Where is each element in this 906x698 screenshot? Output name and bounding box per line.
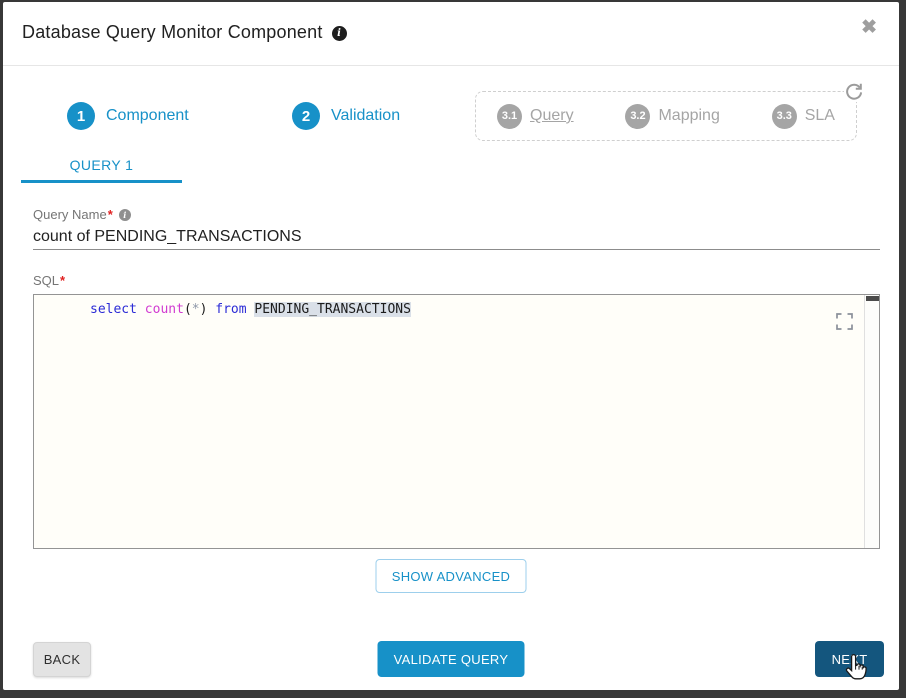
sql-label-text: SQL [33, 273, 60, 288]
query-name-label-text: Query Name [33, 207, 107, 222]
substep-sla: 3.3 SLA [771, 103, 835, 129]
sql-keyword-from: from [215, 302, 255, 317]
required-asterisk: * [107, 207, 113, 222]
sql-function-count: count [144, 302, 184, 317]
editor-scrollbar-thumb[interactable] [866, 296, 879, 301]
query-name-info-icon[interactable]: i [118, 209, 131, 221]
substeps-group: 3.1 Query 3.2 Mapping 3.3 SLA [475, 91, 857, 141]
substep-mapping: 3.2 Mapping [625, 103, 720, 129]
sql-required-asterisk: * [60, 273, 66, 288]
query-tabbar: QUERY 1 [21, 150, 182, 183]
step-component[interactable]: 1 Component [67, 102, 189, 130]
sql-paren-open: ( [183, 302, 192, 317]
sql-paren-close: ) [199, 302, 216, 317]
step-2-number: 2 [292, 102, 320, 130]
substep-3-1-number: 3.1 [497, 103, 522, 129]
substep-3-2-label: Mapping [658, 107, 720, 124]
info-icon[interactable]: i [331, 26, 347, 41]
step-validation[interactable]: 2 Validation [292, 102, 400, 130]
dialog-header: Database Query Monitor Component i ✖ [3, 2, 899, 66]
page-title-text: Database Query Monitor Component [22, 22, 323, 42]
sql-keyword-select: select [90, 302, 145, 317]
step-2-label: Validation [331, 107, 401, 124]
database-query-monitor-dialog: Database Query Monitor Component i ✖ 1 Co… [3, 2, 899, 690]
sql-editor[interactable]: select count(*) from PENDING_TRANSACTION… [33, 294, 880, 549]
next-button[interactable]: NEXT [815, 641, 884, 677]
sql-code-line: select count(*) from PENDING_TRANSACTION… [90, 302, 411, 317]
show-advanced-button[interactable]: SHOW ADVANCED [375, 559, 527, 593]
page-title: Database Query Monitor Component i [22, 22, 347, 43]
sql-label: SQL* [33, 273, 65, 288]
step-1-number: 1 [67, 102, 95, 130]
substep-3-2-number: 3.2 [625, 103, 651, 129]
step-1-label: Component [106, 107, 189, 124]
editor-scrollbar[interactable] [864, 295, 879, 548]
substep-3-3-label: SLA [804, 107, 835, 124]
query-name-input[interactable]: count of PENDING_TRANSACTIONS [33, 228, 880, 250]
back-button[interactable]: BACK [33, 642, 91, 677]
query-name-label: Query Name* i [33, 207, 131, 222]
sql-star: * [191, 302, 200, 317]
refresh-icon[interactable] [844, 82, 864, 102]
close-icon[interactable]: ✖ [861, 17, 877, 38]
fullscreen-icon[interactable] [836, 313, 853, 330]
substep-3-1-label[interactable]: Query [530, 107, 574, 124]
substep-3-3-number: 3.3 [771, 103, 797, 129]
validate-query-button[interactable]: VALIDATE QUERY [377, 641, 525, 677]
tab-query-1[interactable]: QUERY 1 [21, 150, 182, 183]
sql-table-name: PENDING_TRANSACTIONS [254, 302, 411, 317]
substep-query[interactable]: 3.1 Query [497, 103, 574, 129]
